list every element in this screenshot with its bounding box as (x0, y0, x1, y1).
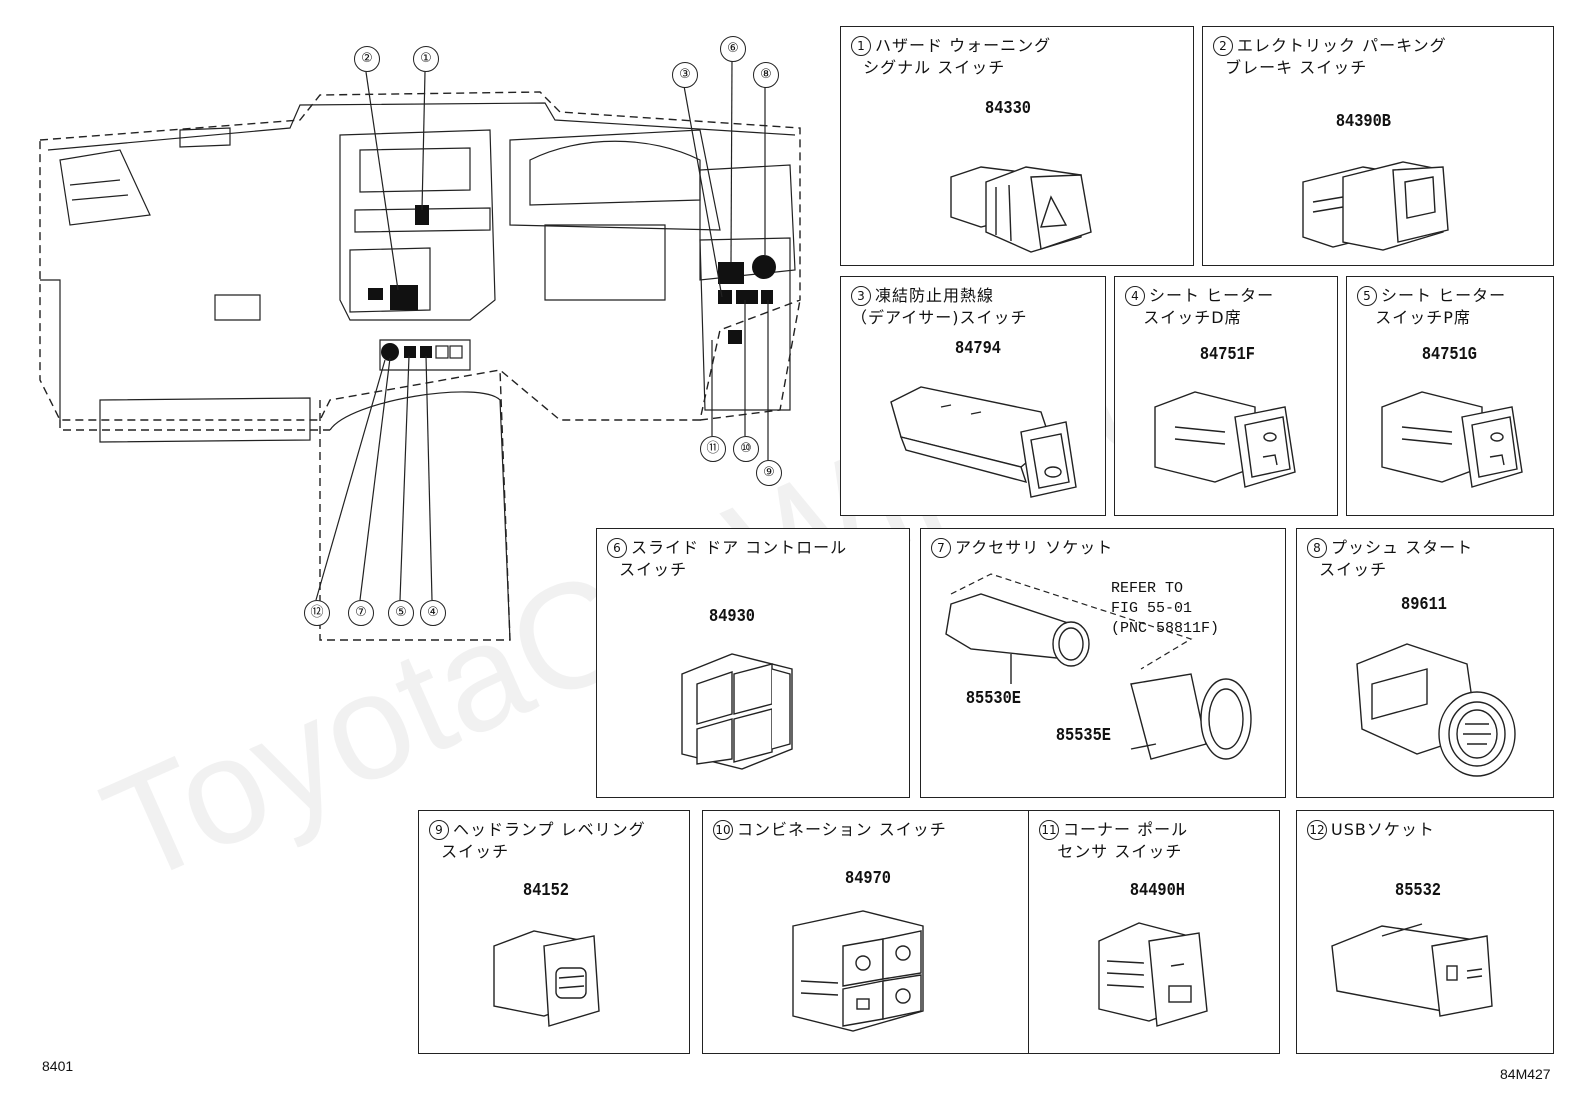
callout-9: ⑨ (756, 460, 782, 486)
callout-2: ② (354, 46, 380, 72)
callout-12: ⑫ (304, 600, 330, 626)
panel-title-text: シート ヒーター スイッチP席 (1375, 286, 1507, 327)
deicer-switch-icon (890, 386, 1077, 498)
panel-title-text: スライド ドア コントロール スイッチ (619, 538, 848, 579)
panel-number: 10 (713, 820, 733, 840)
part-number: 84930 (709, 607, 755, 627)
part-number: 85530E (965, 689, 1021, 709)
panel-number: 5 (1357, 286, 1377, 306)
panel-number: 9 (429, 820, 449, 840)
panel-title-text: USBソケット (1331, 820, 1435, 839)
hazard-switch-icon (950, 166, 1092, 253)
callout-6: ⑥ (720, 36, 746, 62)
part-number: 84751F (1199, 345, 1255, 365)
part-number: 84970 (845, 869, 891, 889)
callout-4: ④ (420, 600, 446, 626)
combination-switch-icon (792, 910, 924, 1032)
panel-title-text: ハザード ウォーニング シグナル スイッチ (863, 36, 1052, 77)
panel-title-text: 凍結防止用熱線 （デアイサー)スイッチ (851, 286, 1028, 327)
callout-1: ① (413, 46, 439, 72)
dashboard-overview-diagram (39, 59, 801, 641)
figure-code-left: 8401 (42, 1058, 74, 1074)
part-number: 84152 (523, 881, 569, 901)
panel-number: 4 (1125, 286, 1145, 306)
part-number: 84330 (985, 99, 1031, 119)
panel-title-text: エレクトリック パーキング ブレーキ スイッチ (1225, 36, 1447, 77)
callout-10: ⑩ (733, 436, 759, 462)
callout-8: ⑧ (753, 62, 779, 88)
panel-title-text: アクセサリ ソケット (955, 538, 1114, 557)
panel-number: 3 (851, 286, 871, 306)
push-start-switch-icon (1356, 643, 1516, 777)
figure-code-right: 84M427 (1500, 1066, 1551, 1082)
corner-pole-switch-icon (1098, 922, 1208, 1027)
panel-number: 2 (1213, 36, 1233, 56)
panel-title-text: ヘッドランプ レベリング スイッチ (441, 820, 646, 861)
headlamp-leveling-switch-icon (493, 930, 600, 1027)
parking-brake-switch-icon (1302, 161, 1449, 251)
callout-5: ⑤ (388, 600, 414, 626)
usb-socket-icon (1331, 923, 1493, 1017)
part-number: 84490H (1129, 881, 1185, 901)
panel-title-text: プッシュ スタート スイッチ (1319, 538, 1474, 579)
panel-number: 1 (851, 36, 871, 56)
part-number: 89611 (1401, 595, 1447, 615)
part-number: 84751G (1421, 345, 1477, 365)
panel-number: 6 (607, 538, 627, 558)
panel-title-text: コンビネーション スイッチ (737, 820, 947, 839)
callout-7: ⑦ (348, 600, 374, 626)
panel-number: 12 (1307, 820, 1327, 840)
panel-number: 7 (931, 538, 951, 558)
accessory-socket-icon (945, 573, 1252, 760)
seat-heater-switch-icon (1381, 391, 1523, 488)
part-number: 84794 (955, 339, 1001, 359)
panel-number: 11 (1039, 820, 1059, 840)
part-number: 84390B (1335, 112, 1391, 132)
callout-11: ⑪ (700, 436, 726, 462)
panel-title-text: シート ヒーター スイッチD席 (1143, 286, 1275, 327)
callout-3: ③ (672, 62, 698, 88)
part-number: 85532 (1395, 881, 1441, 901)
part-number: 85535E (1055, 726, 1111, 746)
seat-heater-switch-icon (1154, 391, 1296, 488)
panel-number: 8 (1307, 538, 1327, 558)
slide-door-switch-icon (681, 653, 793, 770)
panel-title-text: コーナー ポール センサ スイッチ (1057, 820, 1189, 861)
